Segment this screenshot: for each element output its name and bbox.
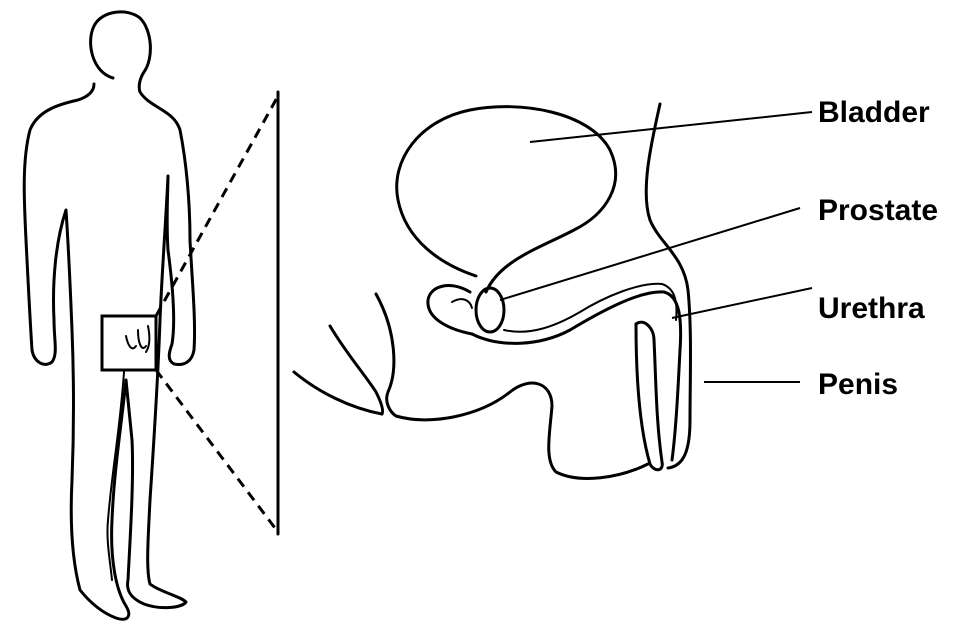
projection-lines bbox=[154, 90, 280, 536]
magnify-box bbox=[100, 314, 158, 372]
pelvis-line-2 bbox=[328, 324, 384, 416]
urethra-leader bbox=[671, 287, 813, 319]
bladder-label: Bladder bbox=[818, 96, 930, 129]
urethra-outer bbox=[470, 290, 683, 462]
prostate-leader bbox=[499, 207, 801, 301]
prostate-shape bbox=[474, 286, 506, 334]
urethra-inner bbox=[503, 282, 678, 333]
abdominal-wall bbox=[644, 102, 692, 470]
pelvis-line-3 bbox=[292, 370, 384, 416]
human-figure bbox=[22, 10, 197, 621]
bladder-leader bbox=[529, 111, 813, 143]
urethra-label: Urethra bbox=[818, 292, 925, 325]
prostate-inner-fold bbox=[451, 298, 473, 309]
pelvis-line-1 bbox=[374, 292, 398, 418]
projection-line-top bbox=[154, 95, 280, 317]
cross-section bbox=[292, 102, 692, 480]
scrotum-contour bbox=[394, 381, 650, 480]
prostate-label: Prostate bbox=[818, 194, 938, 227]
figure-leg-seam bbox=[106, 371, 125, 581]
leader-lines bbox=[499, 111, 813, 383]
projection-line-bottom bbox=[154, 369, 280, 533]
prostate-fold bbox=[426, 284, 474, 336]
figure-genital-sketch bbox=[125, 325, 151, 353]
penis-label: Penis bbox=[818, 368, 898, 401]
penis-shape bbox=[634, 320, 664, 472]
labels: Bladder Prostate Urethra Penis bbox=[818, 96, 938, 401]
bladder-shape bbox=[395, 105, 618, 294]
figure-outline bbox=[22, 10, 197, 621]
